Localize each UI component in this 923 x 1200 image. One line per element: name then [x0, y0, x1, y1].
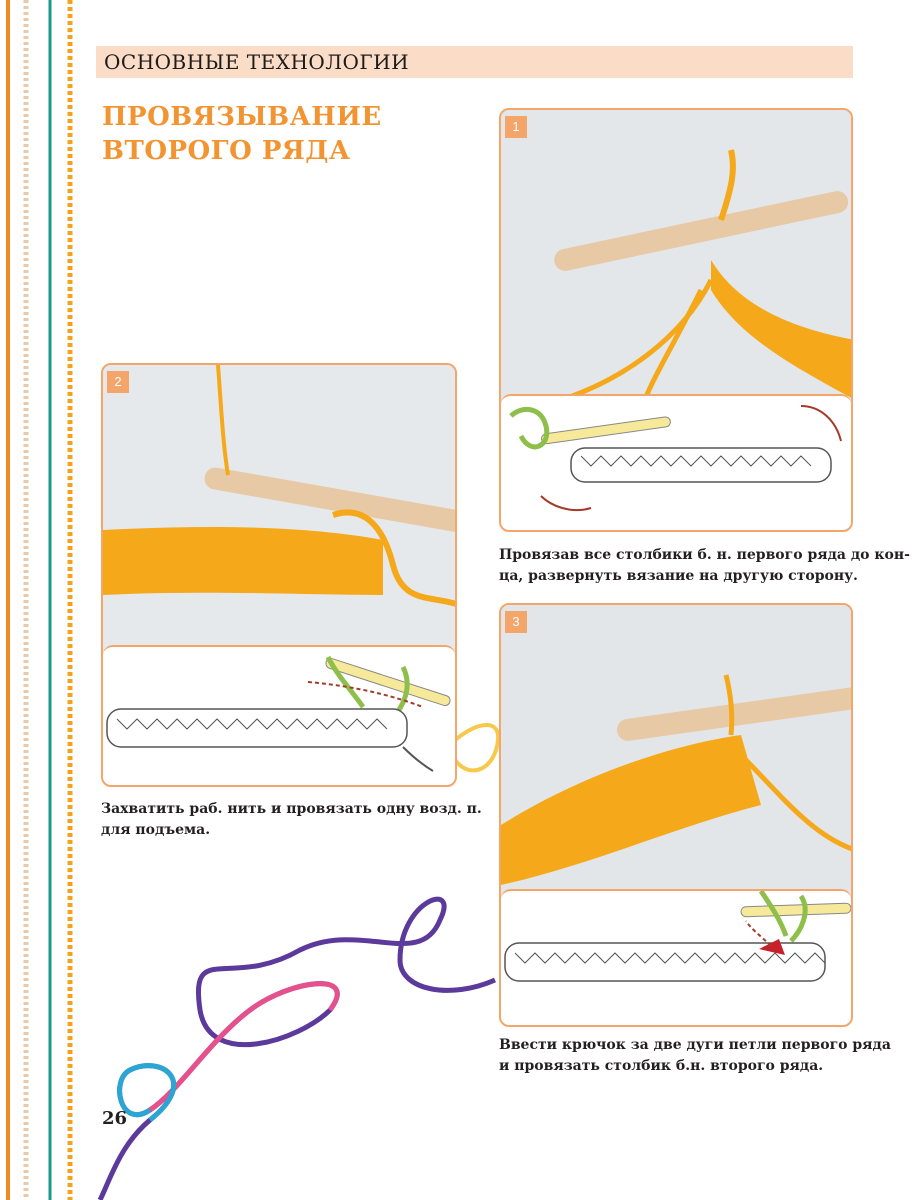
step-3-number: 3: [505, 611, 527, 633]
step-3-caption: Ввести крючок за две дуги петли первого …: [499, 1037, 891, 1074]
step-2-photo: [103, 365, 455, 665]
step-2-panel: 2: [101, 363, 457, 787]
step-3-diagram: [501, 889, 851, 1025]
section-header: ОСНОВНЫЕ ТЕХНОЛОГИИ: [104, 50, 410, 74]
title-line-2: ВТОРОГО РЯДА: [102, 136, 351, 166]
step-3-panel: 3: [499, 603, 853, 1027]
step-1-diagram: [501, 394, 851, 530]
page-title: ПРОВЯЗЫВАНИЕ ВТОРОГО РЯДА: [102, 100, 462, 168]
step-2-number: 2: [107, 371, 129, 393]
step-2-diagram: [103, 645, 455, 785]
step-2-caption: Захватить раб. нить и провязать одну воз…: [101, 801, 482, 838]
page-number: 26: [102, 1108, 128, 1129]
step-1-number: 1: [505, 116, 527, 138]
left-yarn-border: [6, 0, 73, 1200]
step-1-caption: Провязав все столбики б. н. первого ряда…: [499, 547, 910, 584]
step-1-photo: [501, 110, 851, 410]
title-line-1: ПРОВЯЗЫВАНИЕ: [102, 102, 382, 132]
step-3-photo: [501, 605, 851, 895]
section-header-band: [96, 46, 853, 78]
step-1-panel: 1: [499, 108, 853, 532]
